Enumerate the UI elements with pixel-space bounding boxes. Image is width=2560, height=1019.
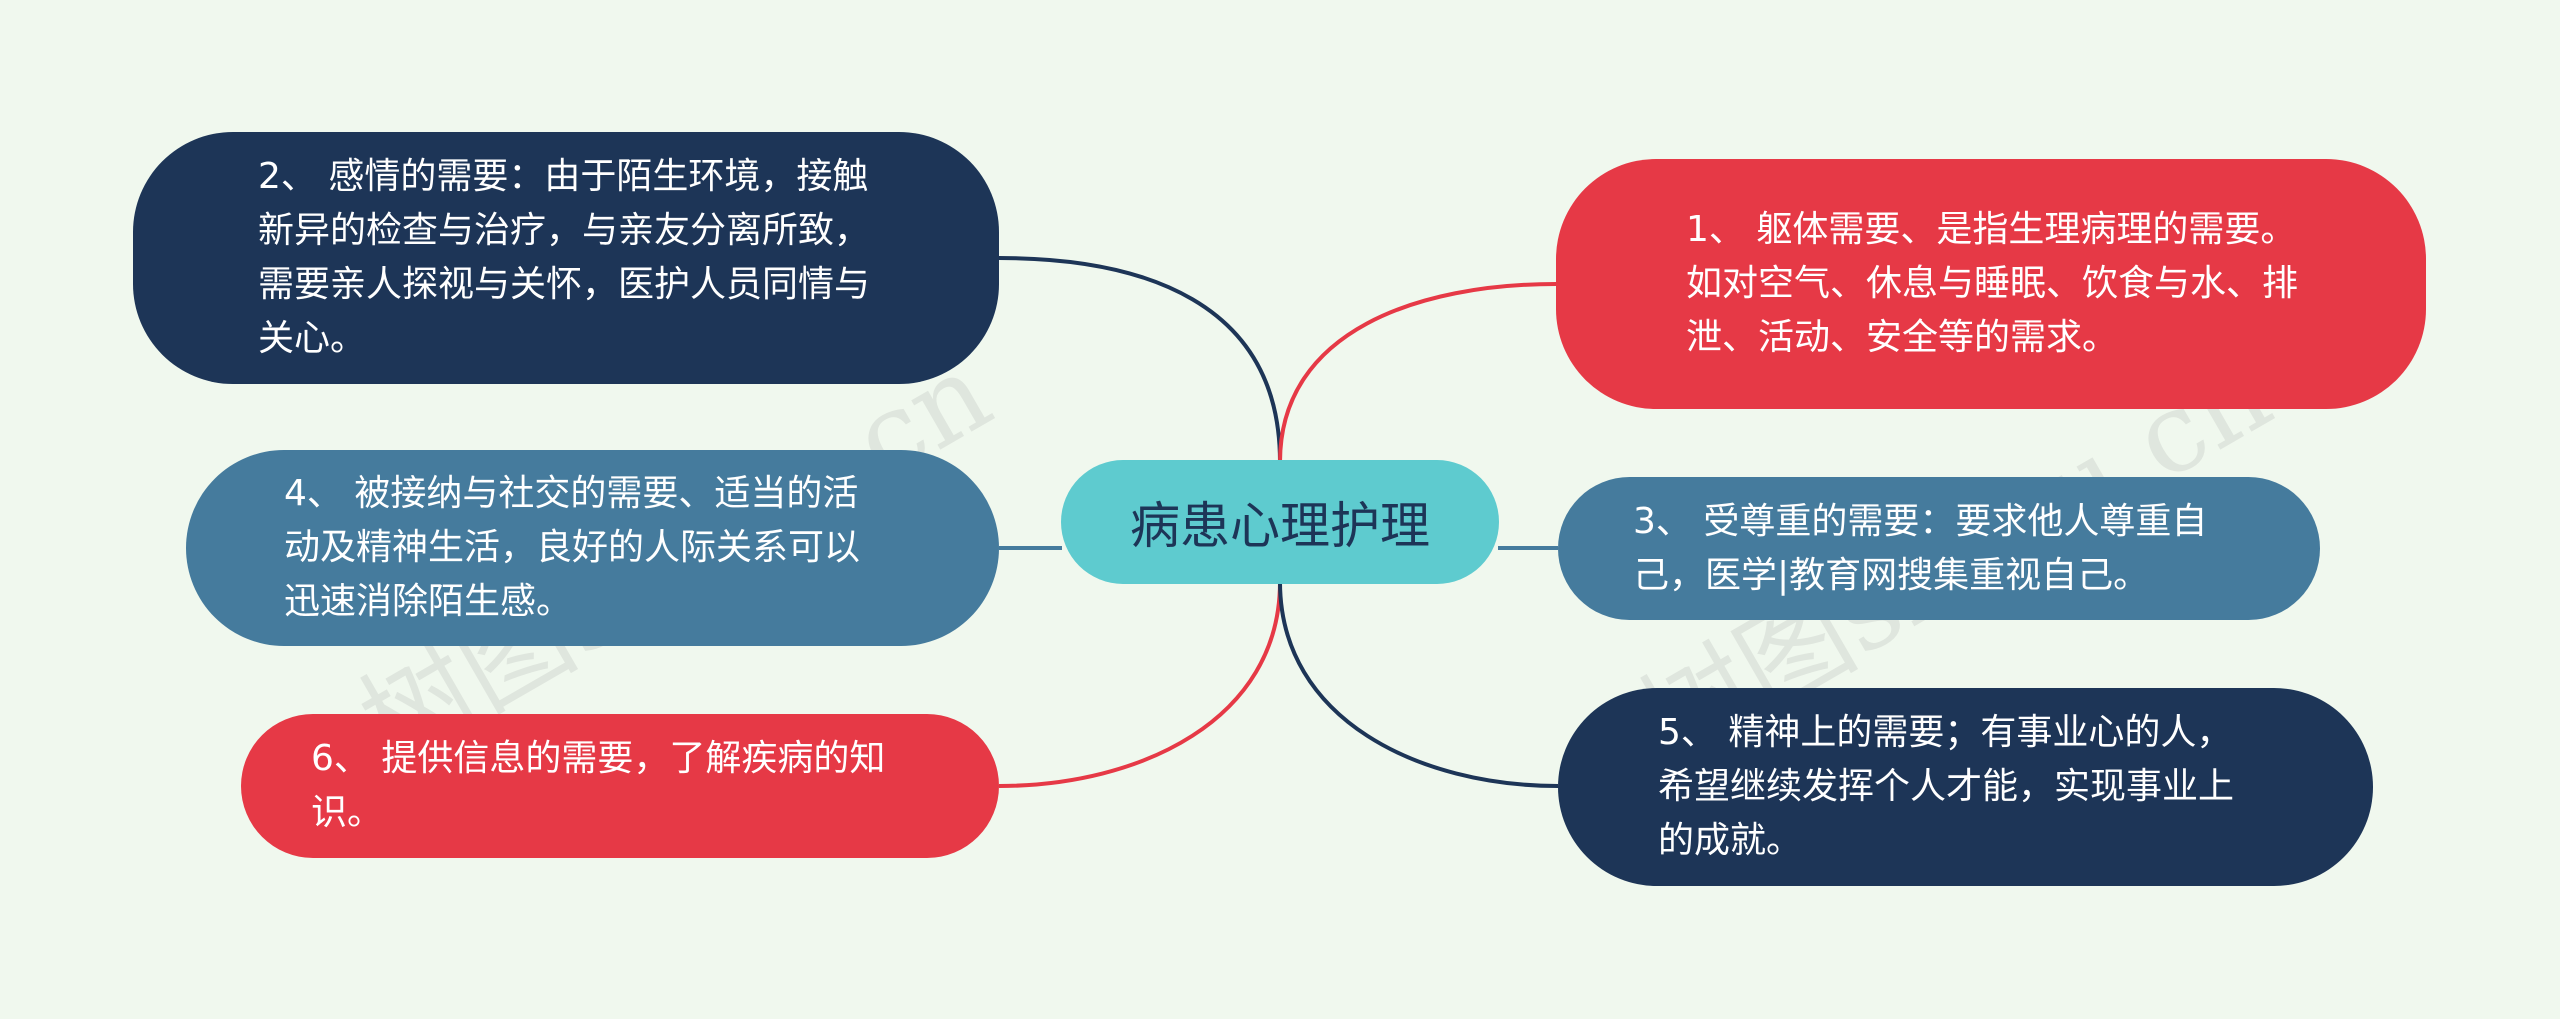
branch-node-5[interactable]: 5、 精神上的需要；有事业心的人，希望继续发挥个人才能，实现事业上的成就。 [1558, 688, 2373, 886]
branch-node-1[interactable]: 1、 躯体需要、是指生理病理的需要。如对空气、休息与睡眠、饮食与水、排泄、活动、… [1556, 159, 2426, 409]
branch-text-5: 5、 精神上的需要；有事业心的人，希望继续发挥个人才能，实现事业上的成就。 [1658, 712, 2235, 861]
branch-node-4[interactable]: 4、 被接纳与社交的需要、适当的活动及精神生活，良好的人际关系可以迅速消除陌生感… [186, 450, 999, 646]
connector-b5 [1278, 581, 1559, 788]
connector-b2 [998, 256, 1282, 463]
branch-text-2: 2、 感情的需要：由于陌生环境，接触新异的检查与治疗，与亲友分离所致，需要亲人探… [258, 156, 871, 359]
branch-text-1: 1、 躯体需要、是指生理病理的需要。如对空气、休息与睡眠、饮食与水、排泄、活动、… [1686, 209, 2299, 358]
central-topic-label: 病患心理护理 [1130, 497, 1430, 555]
branch-node-3[interactable]: 3、 受尊重的需要：要求他人尊重自己，医学|教育网搜集重视自己。 [1558, 477, 2320, 620]
central-topic[interactable]: 病患心理护理 [1061, 460, 1499, 584]
branch-node-2[interactable]: 2、 感情的需要：由于陌生环境，接触新异的检查与治疗，与亲友分离所致，需要亲人探… [133, 132, 999, 384]
branch-text-3: 3、 受尊重的需要：要求他人尊重自己，医学|教育网搜集重视自己。 [1633, 500, 2208, 596]
branch-node-6[interactable]: 6、 提供信息的需要，了解疾病的知识。 [241, 714, 999, 858]
connector-b1 [1278, 282, 1557, 463]
branch-text-6: 6、 提供信息的需要，了解疾病的知识。 [311, 738, 886, 833]
branch-text-4: 4、 被接纳与社交的需要、适当的活动及精神生活，良好的人际关系可以迅速消除陌生感… [284, 473, 861, 622]
connector-b6 [998, 581, 1282, 788]
